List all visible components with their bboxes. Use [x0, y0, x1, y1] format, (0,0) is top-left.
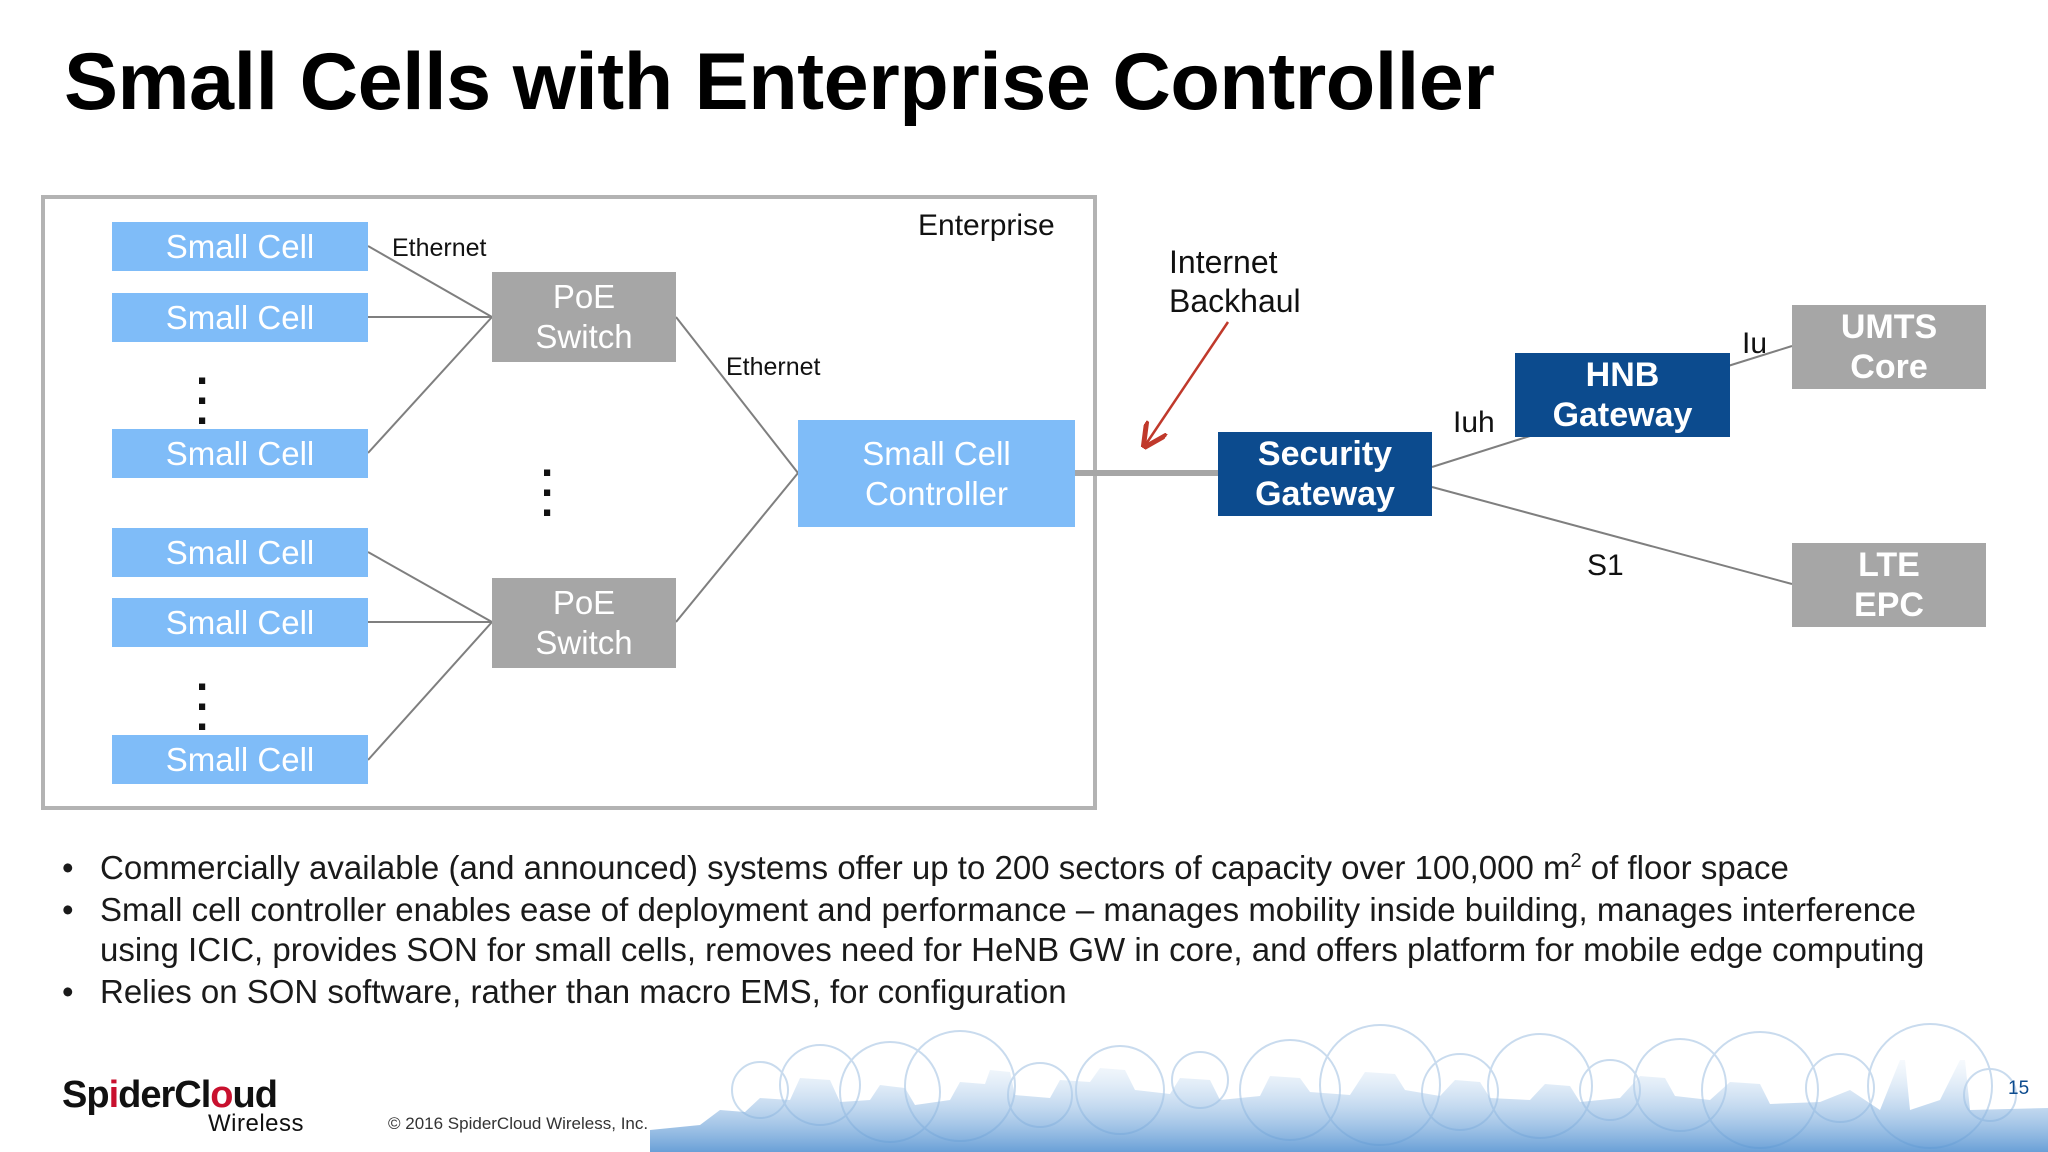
- spidercloud-logo: SpiderCloud Wireless: [62, 1074, 305, 1137]
- connector-lines: [367, 245, 1793, 761]
- ellipsis-dots: ...: [541, 437, 554, 527]
- small-cell-box: Small Cell: [112, 735, 368, 784]
- bullet-item: Commercially available (and announced) s…: [58, 848, 2018, 888]
- ethernet-label: Ethernet: [726, 353, 821, 381]
- page-title: Small Cells with Enterprise Controller: [64, 37, 1495, 127]
- small-cell-box: Small Cell: [112, 222, 368, 271]
- small-cell-box: Small Cell: [112, 598, 368, 647]
- bullet-list: Commercially available (and announced) s…: [58, 848, 2018, 1014]
- ethernet-label: Ethernet: [392, 234, 487, 262]
- small-cell-box: Small Cell: [112, 293, 368, 342]
- skyline-decoration: [650, 1023, 2048, 1152]
- enterprise-frame: [41, 195, 1097, 810]
- copyright-text: © 2016 SpiderCloud Wireless, Inc.: [388, 1114, 649, 1133]
- small-cell-box: Small Cell: [112, 429, 368, 478]
- ellipsis-dots: ...: [196, 651, 209, 741]
- small-cell-box: Small Cell: [112, 528, 368, 577]
- enterprise-label: Enterprise: [918, 209, 1055, 242]
- bullet-item: Small cell controller enables ease of de…: [58, 890, 2018, 970]
- ellipsis-dots: ...: [196, 345, 209, 435]
- iuh-label: Iuh: [1453, 406, 1495, 439]
- iu-label: Iu: [1742, 327, 1768, 360]
- bullet-item: Relies on SON software, rather than macr…: [58, 972, 2018, 1012]
- backhaul-arrow: [1146, 321, 1230, 444]
- page-number: 15: [2008, 1078, 2030, 1099]
- s1-label: S1: [1587, 549, 1624, 582]
